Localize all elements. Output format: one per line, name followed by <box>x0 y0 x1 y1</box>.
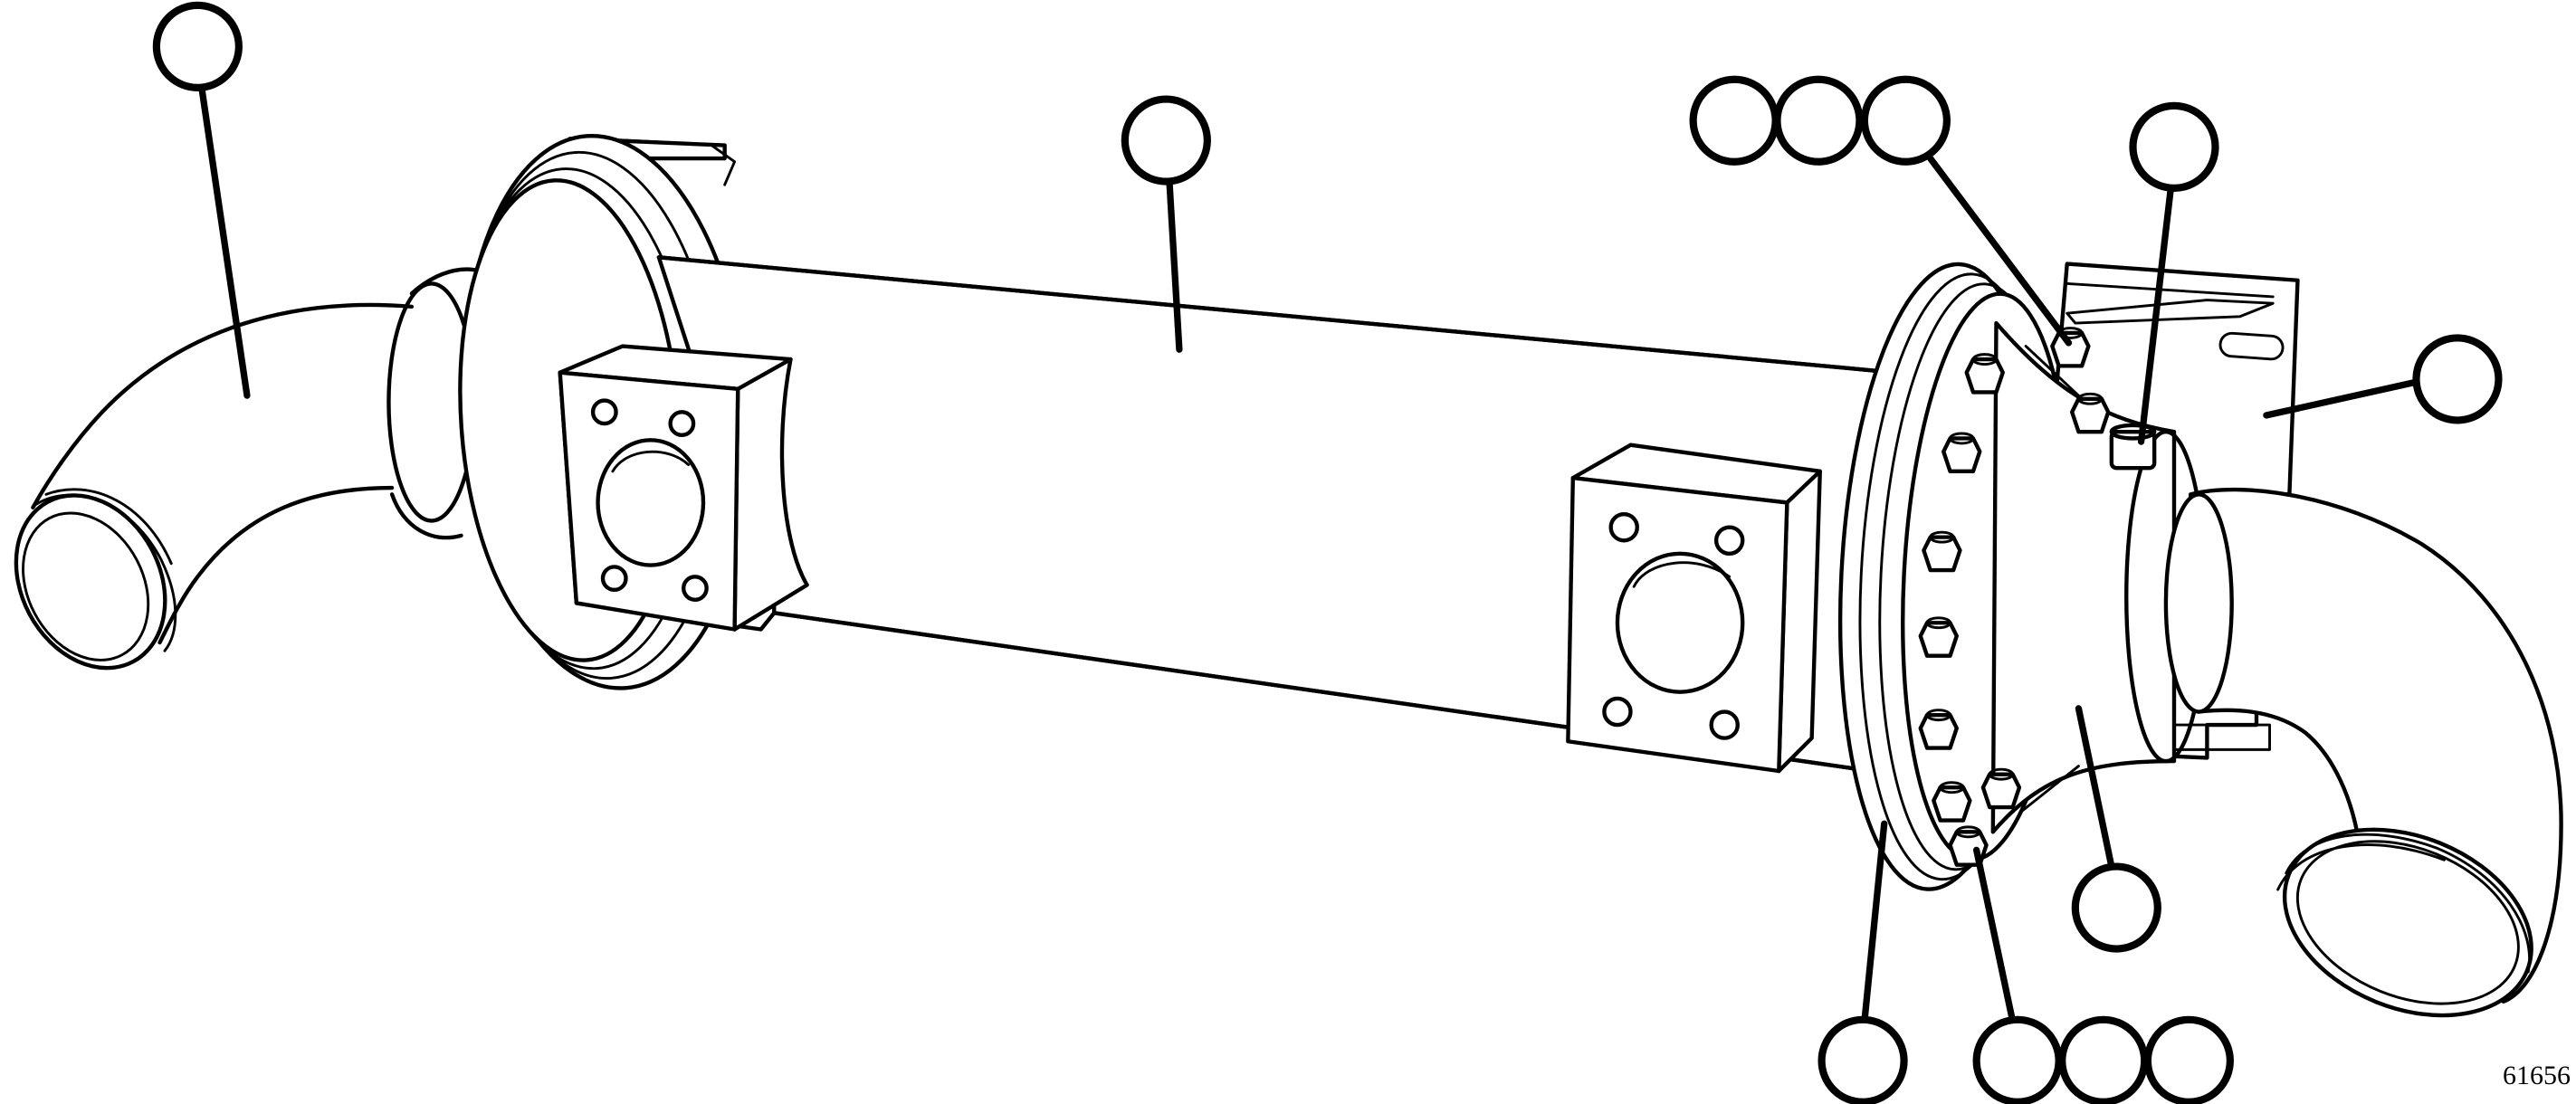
flange-bolt <box>1932 781 1972 823</box>
right-port-block <box>1566 443 1822 774</box>
callout-balloon <box>1860 75 1951 166</box>
leader-line <box>1166 177 1183 353</box>
callout-balloon <box>2058 1015 2149 1104</box>
callout-balloons <box>152 1 2503 1104</box>
callout-balloon <box>2143 1015 2234 1104</box>
right-elbow-pipe <box>2163 487 2563 1018</box>
leader-line <box>197 79 251 399</box>
leader-line <box>2075 705 2115 871</box>
flange-bolt <box>1922 530 1962 573</box>
callout-balloon <box>2412 334 2503 424</box>
callout-balloon <box>2071 862 2161 953</box>
figure-number: 61656 <box>2503 1061 2571 1090</box>
flange-bolt <box>1980 767 2022 810</box>
flange-bolt-set <box>1918 327 2111 867</box>
flange-bolt <box>2069 392 2111 434</box>
leader-line <box>1861 820 1888 1025</box>
left-elbow-pipe <box>14 267 497 671</box>
left-port-block <box>558 344 809 632</box>
flange-bolt <box>1918 709 1959 750</box>
flange-bolt <box>1942 432 1982 474</box>
flange-bolt <box>2050 327 2091 368</box>
callout-balloon <box>152 1 243 91</box>
leader-line <box>1927 155 2073 347</box>
leader-line <box>2263 378 2419 419</box>
callout-balloon <box>1121 95 1211 186</box>
leader-line <box>1972 846 2017 1025</box>
callout-balloon <box>2129 101 2219 192</box>
flange-bolt <box>1918 616 1959 658</box>
callout-balloon <box>1773 75 1864 166</box>
callout-balloon <box>1818 1015 1908 1104</box>
flange-bolt <box>1964 353 2005 395</box>
callout-balloon <box>1689 75 1779 166</box>
leader-line <box>2137 185 2174 445</box>
leader-lines <box>197 79 2419 1025</box>
callout-balloon <box>1972 1015 2063 1104</box>
